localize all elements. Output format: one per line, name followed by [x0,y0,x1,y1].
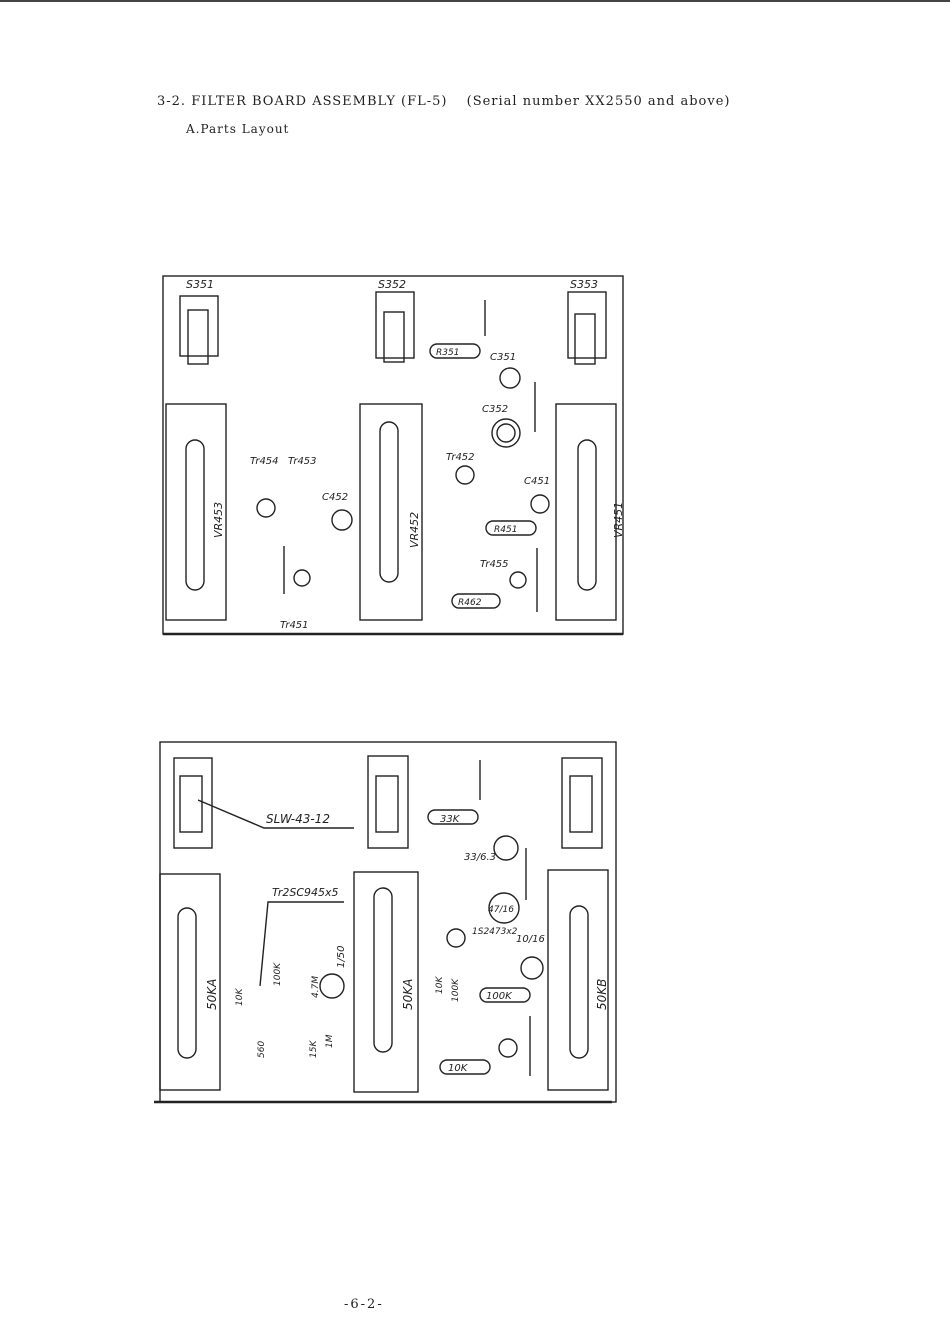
label-c451: C451 [524,476,550,487]
label-1m: 1M [325,1034,335,1048]
label-tr452: Tr452 [446,452,475,463]
label-s352: S352 [378,278,406,291]
label-vr-50kb: 50KB [595,979,609,1010]
label-cap-33-6-3: 33/6.3 [464,852,496,863]
parts-layout-diagram-1: S351 S352 S353 Tr454 Tr453 Tr452 Tr455 T… [162,275,625,636]
label-mid-100k: 100K [451,978,461,1002]
label-cap-10-16: 10/16 [516,934,545,945]
label-left-100k: 100K [273,962,283,986]
label-560: 560 [257,1041,267,1058]
label-vr451: VR451 [612,502,625,538]
label-s353: S353 [570,278,598,291]
section-title: 3-2. FILTER BOARD ASSEMBLY (FL-5) [157,94,448,109]
parts-layout-diagram-2: SLW-43-12 Tr2SC945x5 33K 33/6.3 47/16 1S… [154,741,617,1104]
top-rule [0,0,950,2]
label-tr454: Tr454 [250,456,279,467]
label-100k-mid: 100K [486,991,513,1002]
serial-note: (Serial number XX2550 and above) [466,94,731,109]
subsection-title: A.Parts Layout [186,122,290,136]
label-vr452: VR452 [408,512,421,548]
label-c352: C352 [482,404,508,415]
label-switch-type: SLW-43-12 [266,812,330,826]
label-mid-10k: 10K [435,976,445,994]
label-vr-50ka-mid: 50KA [401,979,415,1010]
label-cap-47-16: 47/16 [488,905,514,915]
page-number: -6-2- [344,1297,384,1312]
label-tr453: Tr453 [288,456,317,467]
label-c452: C452 [322,492,348,503]
label-15k: 15K [309,1040,319,1058]
label-33k: 33K [440,814,461,825]
label-tr455: Tr455 [480,559,509,570]
section-heading: 3-2. FILTER BOARD ASSEMBLY (FL-5) (Seria… [157,94,730,109]
label-r451: R451 [494,525,517,535]
label-cap-1-50: 1/50 [336,946,347,968]
label-transistor-note: Tr2SC945x5 [272,886,339,899]
label-s351: S351 [186,278,214,291]
label-vr453: VR453 [212,502,225,538]
label-left-10k: 10K [235,988,245,1006]
label-r462: R462 [458,598,482,608]
label-r351: R351 [436,348,459,358]
label-10k-bottom: 10K [448,1063,469,1074]
label-4-7m: 4.7M [311,976,321,998]
label-tr451: Tr451 [280,620,309,631]
label-diode: 1S2473x2 [472,927,518,937]
label-vr-50ka-left: 50KA [205,979,219,1010]
label-c351: C351 [490,352,516,363]
